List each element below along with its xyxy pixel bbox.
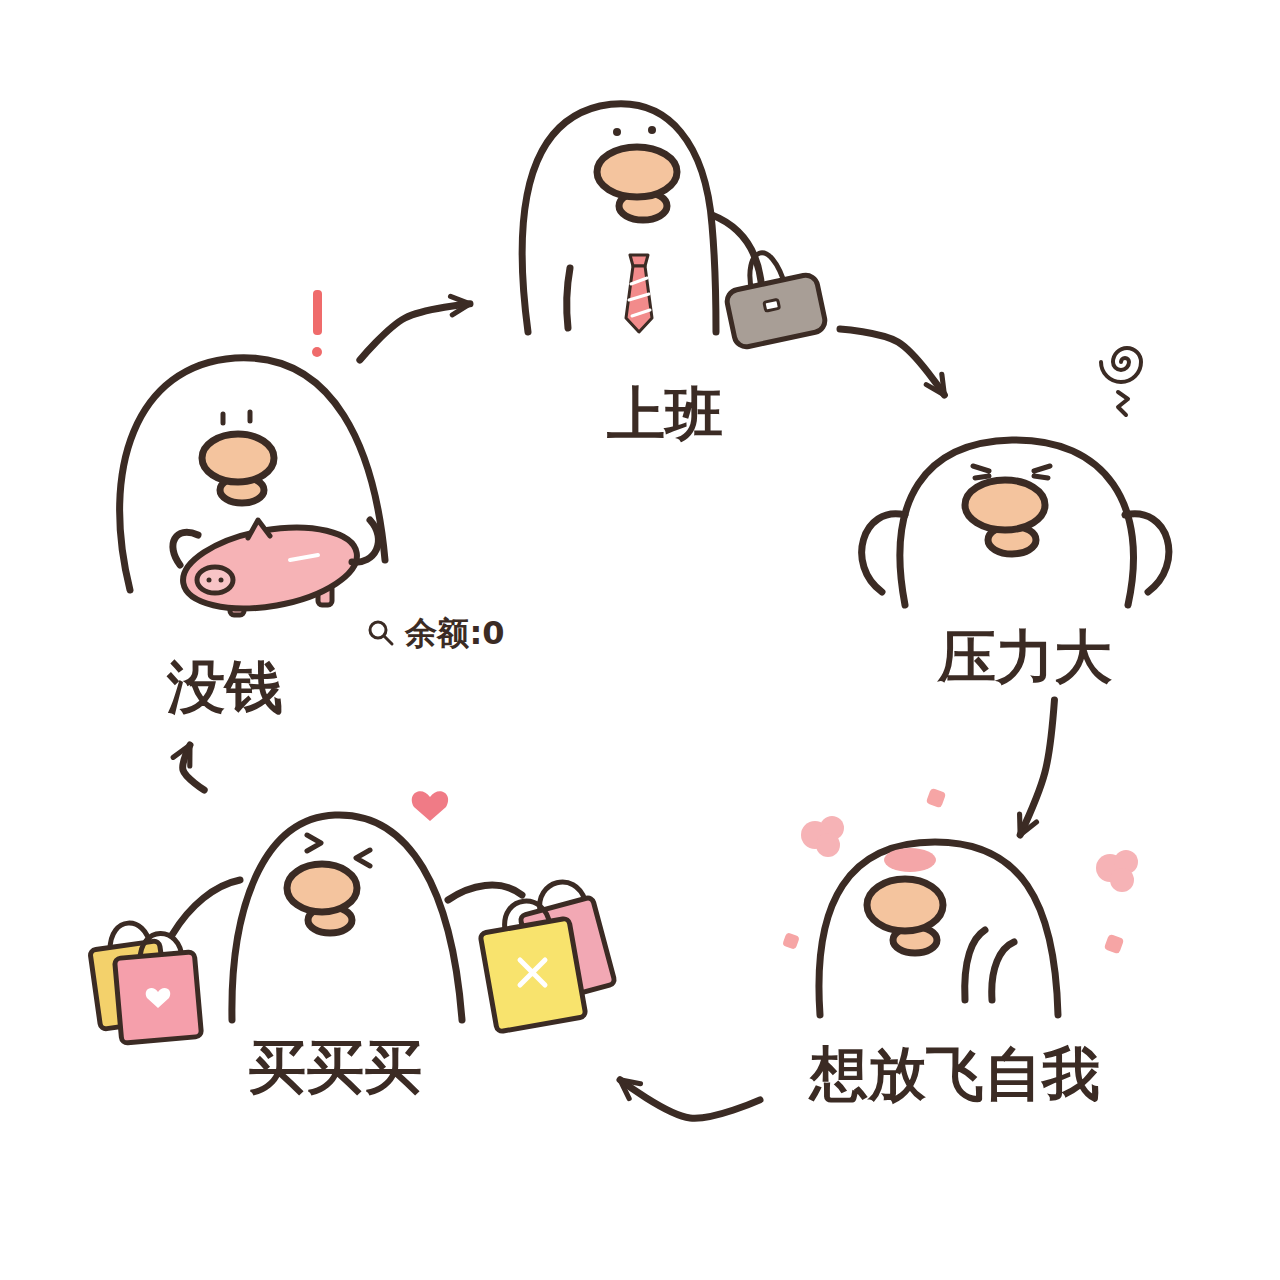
duck-commuter — [522, 104, 716, 332]
duck-shopping — [287, 864, 357, 912]
duck-broke — [120, 290, 385, 621]
balance-note: 余额:0 — [405, 616, 504, 651]
duck-broke — [219, 578, 224, 583]
duck-dreamy — [884, 848, 936, 872]
duck-commuter — [764, 299, 780, 311]
cycle-step: 上班 — [470, 95, 840, 455]
search-icon — [370, 622, 392, 644]
duck-dreamy — [1110, 868, 1134, 892]
step-label: 想放飞自我 — [810, 1043, 1100, 1107]
duck-broke — [202, 434, 274, 482]
duck-dreamy — [819, 842, 1058, 1015]
duck-shopping — [232, 815, 462, 1020]
duck-stressed — [1101, 348, 1141, 382]
cycle-step: 买买买 — [80, 790, 620, 1105]
duck-broke — [223, 412, 250, 423]
duck-shopping — [412, 791, 448, 821]
step-label: 买买买 — [248, 1036, 422, 1100]
cycle-arrow — [1020, 700, 1054, 835]
duck-commuter — [630, 255, 648, 266]
duck-commuter — [522, 104, 716, 332]
duck-commuter — [648, 126, 656, 134]
duck-dreamy — [965, 930, 985, 1000]
cycle-step: 没钱 — [110, 360, 420, 745]
duck-broke — [177, 515, 364, 620]
cycle-arrow — [620, 1080, 760, 1118]
duck-commuter — [567, 268, 570, 328]
duck-commuter — [613, 128, 621, 136]
duck-dreamy — [992, 942, 1014, 1000]
duck-broke — [173, 532, 198, 565]
duck-broke — [248, 520, 270, 538]
duck-broke — [313, 290, 322, 335]
duck-stressed — [900, 440, 1134, 605]
duck-stressed — [973, 466, 1050, 478]
duck-shopping — [448, 885, 522, 900]
duck-shopping — [90, 791, 616, 1043]
duck-broke — [312, 347, 322, 357]
cycle-arrow — [840, 329, 944, 395]
duck-dreamy — [782, 932, 800, 950]
duck-shopping — [114, 952, 201, 1044]
duck-commuter — [629, 278, 650, 316]
duck-shopping — [172, 880, 240, 935]
search-icon — [384, 636, 392, 644]
duck-shopping — [232, 815, 462, 1020]
duck-commuter — [597, 147, 677, 197]
duck-broke — [207, 578, 212, 583]
cycle-step: 压力大 — [845, 395, 1200, 700]
cycle-step: 想放飞自我 — [760, 835, 1150, 1115]
duck-dreamy — [1104, 934, 1125, 955]
duck-commuter — [725, 273, 827, 349]
duck-dreamy — [819, 842, 1058, 1015]
cycle-arrow — [360, 304, 470, 360]
cycle-arrow — [183, 745, 205, 790]
duck-stressed — [862, 348, 1169, 605]
duck-commuter — [522, 104, 827, 349]
duck-stressed — [862, 514, 905, 592]
duck-stressed — [965, 480, 1045, 530]
duck-stressed — [900, 440, 1134, 605]
step-label: 上班 — [607, 383, 723, 447]
duck-stressed — [1118, 392, 1128, 415]
step-label: 没钱 — [167, 656, 283, 720]
duck-shopping — [520, 960, 545, 985]
duck-broke — [197, 567, 233, 593]
duck-dreamy — [926, 788, 947, 809]
duck-stressed — [1125, 514, 1169, 592]
duck-broke — [290, 555, 318, 560]
duck-dreamy — [816, 833, 840, 857]
duck-commuter — [626, 266, 652, 332]
duck-broke — [352, 520, 378, 562]
duck-dreamy — [867, 879, 943, 931]
duck-dreamy — [782, 788, 1138, 1015]
step-label: 压力大 — [938, 626, 1112, 690]
duck-shopping — [480, 918, 586, 1032]
duck-shopping — [146, 988, 171, 1008]
